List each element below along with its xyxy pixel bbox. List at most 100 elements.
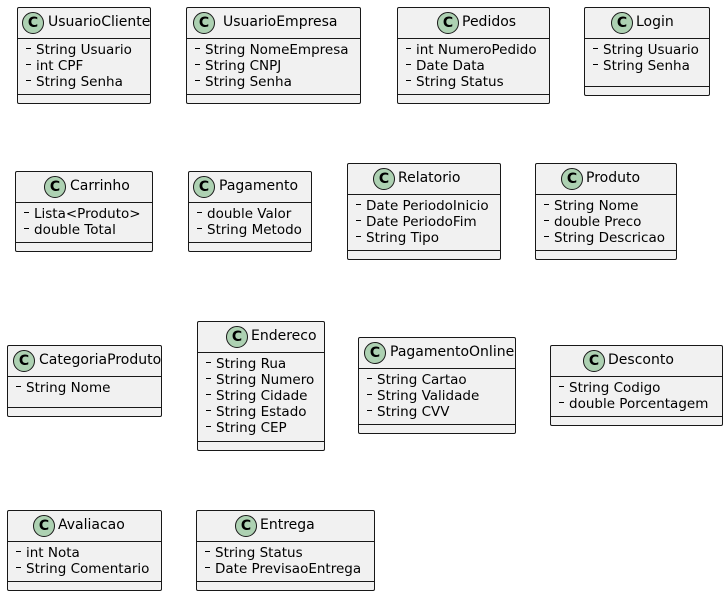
- private-visibility-icon: [356, 204, 361, 205]
- attribute-row: double Porcentagem: [551, 396, 722, 412]
- attribute-row: String Estado: [198, 404, 324, 420]
- methods-divider: [16, 242, 152, 243]
- class-icon: C: [235, 515, 257, 537]
- attribute-row: String Usuario: [585, 42, 709, 58]
- attribute-text: String CEP: [216, 420, 287, 436]
- attribute-row: String Nome: [8, 380, 161, 396]
- attribute-text: String Status: [215, 545, 303, 561]
- class-icon: C: [561, 168, 583, 190]
- attribute-row: int CPF: [18, 58, 150, 74]
- private-visibility-icon: [206, 394, 211, 395]
- attribute-row: String Metodo: [189, 222, 311, 238]
- attribute-text: String CVV: [377, 404, 450, 420]
- private-visibility-icon: [16, 386, 21, 387]
- class-divider: [359, 368, 515, 369]
- attribute-text: String Validade: [377, 388, 480, 404]
- private-visibility-icon: [206, 410, 211, 411]
- class-icon: C: [437, 12, 459, 34]
- attribute-row: String Comentario: [8, 561, 161, 577]
- attribute-text: String Descricao: [554, 230, 665, 246]
- class-name: Entrega: [260, 517, 315, 533]
- private-visibility-icon: [206, 378, 211, 379]
- attribute-row: Date Data: [398, 58, 549, 74]
- attribute-row: String Numero: [198, 372, 324, 388]
- class-name: Login: [636, 14, 674, 30]
- attribute-text: Lista<Produto>: [34, 206, 141, 222]
- private-visibility-icon: [544, 220, 549, 221]
- attribute-row: Date PeriodoInicio: [348, 198, 500, 214]
- attribute-row: Lista<Produto>: [16, 206, 152, 222]
- private-visibility-icon: [544, 236, 549, 237]
- class-icon: C: [193, 12, 215, 34]
- class-name: Endereco: [251, 328, 317, 344]
- private-visibility-icon: [26, 80, 31, 81]
- class-name: CategoriaProduto: [39, 352, 162, 368]
- attribute-text: String Rua: [216, 356, 287, 372]
- attribute-row: String NomeEmpresa: [187, 42, 360, 58]
- attribute-text: int NumeroPedido: [416, 42, 537, 58]
- private-visibility-icon: [206, 426, 211, 427]
- private-visibility-icon: [406, 48, 411, 49]
- private-visibility-icon: [206, 362, 211, 363]
- methods-divider: [585, 86, 709, 87]
- attribute-text: int CPF: [36, 58, 84, 74]
- attribute-text: String Estado: [216, 404, 307, 420]
- private-visibility-icon: [544, 204, 549, 205]
- private-visibility-icon: [406, 64, 411, 65]
- private-visibility-icon: [195, 48, 200, 49]
- attribute-text: String Usuario: [36, 42, 132, 58]
- attribute-row: String Senha: [585, 58, 709, 74]
- private-visibility-icon: [356, 220, 361, 221]
- private-visibility-icon: [26, 64, 31, 65]
- class-icon: C: [13, 350, 35, 372]
- private-visibility-icon: [205, 567, 210, 568]
- attribute-text: String NomeEmpresa: [205, 42, 349, 58]
- class-name: Desconto: [608, 352, 674, 368]
- class-icon: C: [611, 12, 633, 34]
- private-visibility-icon: [195, 64, 200, 65]
- private-visibility-icon: [24, 228, 29, 229]
- class-name: Produto: [586, 170, 641, 186]
- attribute-text: double Porcentagem: [569, 396, 709, 412]
- attribute-text: String Cidade: [216, 388, 308, 404]
- attribute-row: String Senha: [187, 74, 360, 90]
- attribute-row: int NumeroPedido: [398, 42, 549, 58]
- attribute-row: String CNPJ: [187, 58, 360, 74]
- attribute-list: Lista<Produto>double Total: [16, 203, 152, 240]
- attribute-row: int Nota: [8, 545, 161, 561]
- attribute-text: Date Data: [416, 58, 485, 74]
- attribute-row: String Tipo: [348, 230, 500, 246]
- class-icon: C: [193, 176, 215, 198]
- class-icon: C: [226, 326, 248, 348]
- private-visibility-icon: [26, 48, 31, 49]
- attribute-text: Date PeriodoFim: [366, 214, 477, 230]
- methods-divider: [8, 581, 161, 582]
- attribute-text: String Cartao: [377, 372, 467, 388]
- methods-divider: [398, 94, 549, 95]
- class-divider: [18, 38, 150, 39]
